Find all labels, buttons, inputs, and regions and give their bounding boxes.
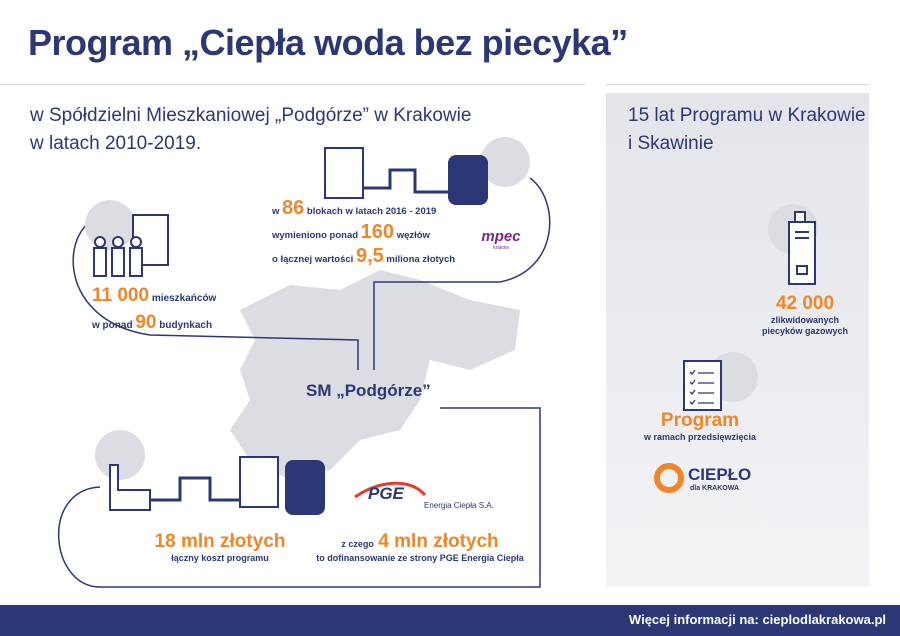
pge-subtitle: Energia Ciepła S.A.	[424, 501, 494, 510]
mpec-logo: mpec kraków	[481, 228, 521, 251]
blocks-stats: w 86 blokach w latach 2016 - 2019 wymien…	[272, 197, 456, 267]
factory-icon	[109, 464, 151, 511]
side-panel	[606, 93, 869, 587]
footer-bar	[0, 605, 900, 636]
subtitle-line: w latach 2010-2019.	[30, 133, 202, 154]
circle-decor	[480, 137, 530, 187]
cieplo-logo-ring	[654, 463, 684, 493]
coil-stack-icon	[285, 155, 488, 515]
krakow-map-shape	[230, 270, 520, 480]
pipe-icon	[110, 168, 455, 502]
program-stats: Program w ramach przedsięwzięcia	[643, 410, 757, 442]
heaters-stats: 42 000 zlikwidowanych piecyków gazowych	[761, 293, 849, 336]
residents-stats: 11 000 mieszkańców w ponad 90 budynkach	[92, 285, 217, 333]
subsidy: z czego 4 mln złotych to dofinansowanie …	[316, 531, 524, 563]
pge-logo-arc	[354, 481, 427, 499]
building-icon	[132, 147, 364, 508]
water-heater-icon	[788, 211, 816, 285]
circle-decor	[95, 430, 145, 480]
checklist-icon	[683, 360, 722, 411]
center-label: SM „Podgórze”	[306, 381, 431, 400]
footer-link[interactable]: Więcej informacji na: cieplodlakrakowa.p…	[628, 612, 886, 627]
divider	[0, 84, 585, 85]
cieplo-logo-sub: dla KRAKOWA	[690, 485, 739, 492]
divider	[606, 84, 869, 85]
connector-line	[373, 177, 551, 370]
connector-line	[57, 407, 541, 588]
subtitle: w Spółdzielni Mieszkaniowej „Podgórze” w…	[30, 102, 471, 158]
people-icon	[93, 236, 143, 277]
circle-decor	[85, 200, 135, 250]
map-illustration	[57, 137, 551, 588]
page-title: Program „Ciepła woda bez piecyka”	[28, 22, 628, 63]
subtitle-line: w Spółdzielni Mieszkaniowej „Podgórze” w…	[30, 105, 472, 126]
total-cost: 18 mln złotych łączny koszt programu	[154, 531, 286, 563]
cieplo-logo: CIEPŁO	[688, 465, 752, 484]
pge-logo: PGE	[368, 484, 404, 503]
